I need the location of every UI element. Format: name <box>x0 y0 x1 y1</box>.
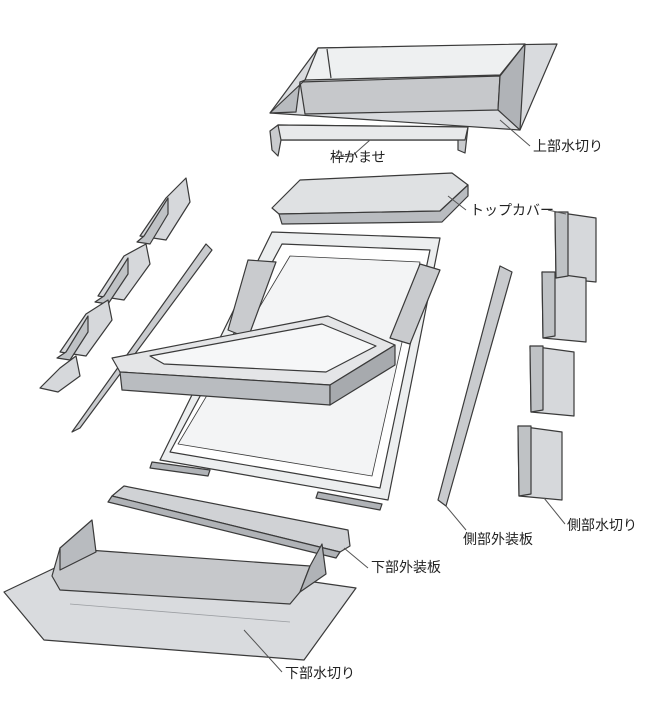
label-bottom-cladding: 下部外装板 <box>371 560 441 576</box>
label-frame-trim: 枠かませ <box>330 150 386 166</box>
frame-trim-part <box>269 124 469 157</box>
label-side-flashing: 側部水切り <box>567 518 637 534</box>
right-side-flashing-part <box>517 211 597 501</box>
window-unit-part <box>111 231 441 511</box>
left-side-flashing-part <box>39 177 191 393</box>
label-top-flashing: 上部水切り <box>533 139 603 155</box>
label-bottom-flashing: 下部水切り <box>285 666 355 682</box>
top-cover-part <box>271 172 469 225</box>
bottom-flashing-part <box>3 519 357 661</box>
bottom-cladding-part <box>107 485 351 559</box>
label-side-cladding: 側部外装板 <box>463 532 533 548</box>
leader-lines <box>243 119 567 673</box>
top-flashing-part <box>269 43 558 131</box>
right-side-cladding-part <box>437 265 513 507</box>
left-side-cladding-part <box>71 243 213 433</box>
label-top-cover: トップカバー <box>470 203 554 219</box>
